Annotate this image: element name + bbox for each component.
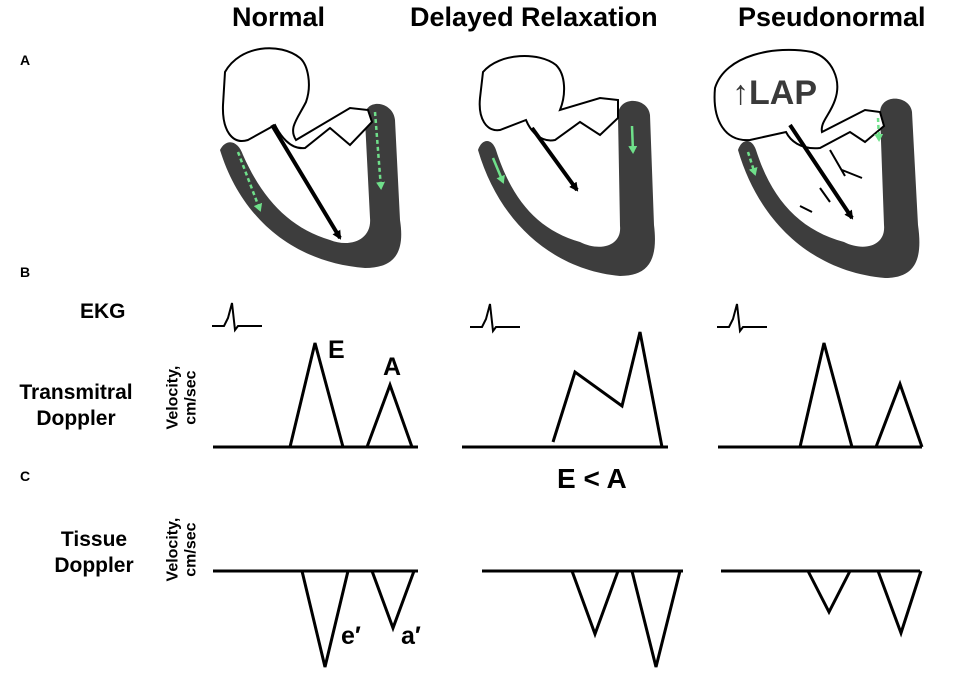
e-wave-label: E	[328, 336, 345, 364]
a-prime-label: a′	[401, 622, 421, 650]
axis-label-velocity-tissue-line1: Velocity,	[164, 517, 182, 582]
row-label-transmitral-line1: Transmitral	[19, 381, 133, 404]
heart-delayed	[478, 55, 655, 277]
ekg-trace-delayed	[470, 303, 520, 334]
septal-motion-arrow-delayed	[491, 157, 505, 184]
column-title-normal: Normal	[232, 2, 326, 32]
atrium-pseudonormal	[713, 48, 886, 150]
e-prime-wave-pseudonormal	[806, 570, 852, 616]
heart-pseudonormal	[713, 48, 920, 278]
transmitral-doppler	[213, 331, 924, 449]
row-label-tissue-line1: Tissue	[60, 528, 128, 551]
a-wave-normal	[365, 380, 414, 448]
column-title-delayed-relaxation: Delayed Relaxation	[410, 2, 658, 32]
row-label-tissue: Tissue Doppler	[48, 527, 140, 578]
a-prime-wave-pseudonormal	[876, 570, 923, 638]
panel-letter-b: B	[20, 264, 31, 280]
column-title-pseudonormal: Pseudonormal	[738, 2, 926, 32]
panel-letter-a: A	[20, 52, 31, 68]
atrium-normal	[221, 47, 374, 150]
row-label-transmitral-line2: Doppler	[36, 406, 116, 430]
axis-label-velocity-transmitral-line2: cm/sec	[182, 370, 199, 425]
lateral-motion-arrow-normal	[373, 111, 386, 190]
myocardium-pseudonormal	[738, 98, 920, 278]
panel-letter-c: C	[20, 468, 31, 484]
septal-motion-arrow-normal	[236, 151, 263, 212]
axis-label-velocity-transmitral: Velocity, cm/sec	[164, 356, 199, 440]
ekg-trace-pseudonormal	[717, 303, 767, 334]
ekg-traces	[212, 302, 767, 334]
lap-label: ↑LAP	[732, 74, 817, 112]
tissue-doppler	[213, 569, 923, 668]
mitral-leaflet-pseudonormal	[829, 149, 863, 179]
inflow-arrow-normal	[270, 123, 342, 240]
septal-motion-arrow-pseudonormal	[746, 151, 758, 176]
atrium-delayed	[478, 55, 619, 142]
a-prime-wave-delayed	[630, 570, 682, 668]
axis-label-velocity-tissue-line2: cm/sec	[182, 522, 199, 577]
ekg-trace-normal	[212, 302, 262, 333]
a-wave-pseudonormal	[874, 379, 924, 448]
row-label-ekg: EKG	[80, 300, 126, 323]
myocardium-delayed	[478, 100, 655, 277]
a-wave-label: A	[383, 353, 402, 381]
chordae-pseudonormal	[799, 187, 831, 213]
axis-label-velocity-transmitral-line1: Velocity,	[164, 365, 182, 430]
e-prime-wave-delayed	[570, 570, 620, 639]
a-prime-wave-normal	[370, 570, 416, 633]
row-label-tissue-line2: Doppler	[54, 553, 134, 577]
heart-normal	[220, 47, 402, 268]
e-prime-label: e′	[341, 622, 361, 650]
row-label-transmitral: Transmitral Doppler	[6, 380, 146, 431]
inflow-arrow-pseudonormal	[788, 123, 854, 220]
lateral-motion-arrow-pseudonormal	[874, 117, 884, 142]
axis-label-velocity-tissue: Velocity, cm/sec	[164, 508, 199, 592]
e-less-than-a-label: E < A	[557, 463, 627, 494]
e-prime-wave-normal	[300, 570, 350, 668]
e-wave-pseudonormal	[798, 342, 854, 448]
e-wave-normal	[288, 342, 345, 448]
inflow-arrow-delayed	[530, 126, 579, 192]
lateral-motion-arrow-delayed	[628, 125, 638, 154]
myocardium-normal	[220, 103, 402, 268]
fused-ea-wave-delayed	[551, 331, 664, 448]
